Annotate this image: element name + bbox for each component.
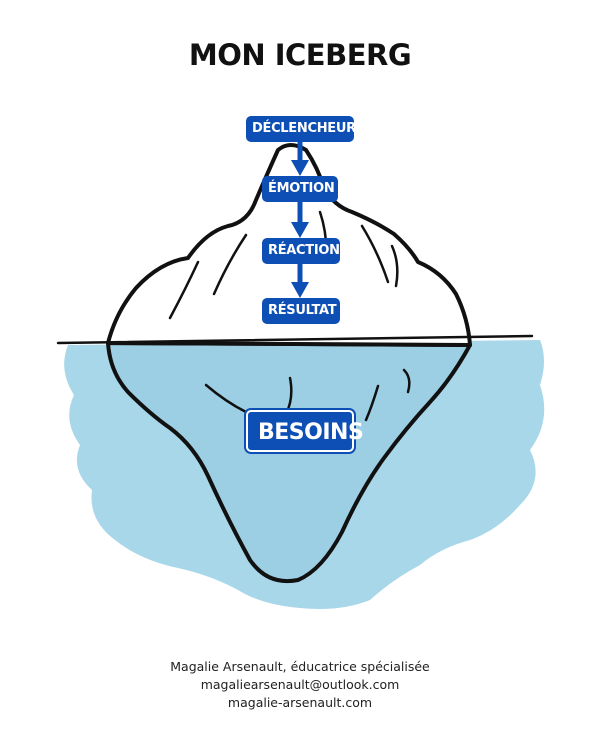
tip-crease	[212, 233, 248, 296]
page-title: MON ICEBERG	[188, 38, 412, 72]
footer-email: magaliearsenault@outlook.com	[200, 677, 400, 692]
step-declencheur: DÉCLENCHEUR	[246, 116, 356, 142]
waterline	[56, 334, 534, 345]
step-resultat: RÉSULTAT	[262, 298, 340, 324]
step-emotion: ÉMOTION	[262, 176, 338, 202]
footer-author: Magalie Arsenault, éducatrice spécialisé…	[170, 659, 430, 674]
submerged-iceberg	[106, 341, 472, 583]
flow-arrows	[291, 140, 309, 298]
footer-website: magalie-arsenault.com	[227, 695, 373, 710]
underwater-crease	[204, 383, 248, 414]
underwater-crease	[364, 384, 380, 422]
tip-crease	[360, 224, 390, 284]
underwater-crease	[402, 368, 411, 394]
tip-crease	[390, 244, 399, 288]
base-besoins: BESOINS	[246, 410, 364, 452]
step-reaction: RÉACTION	[262, 238, 340, 264]
tip-crease	[168, 260, 200, 320]
